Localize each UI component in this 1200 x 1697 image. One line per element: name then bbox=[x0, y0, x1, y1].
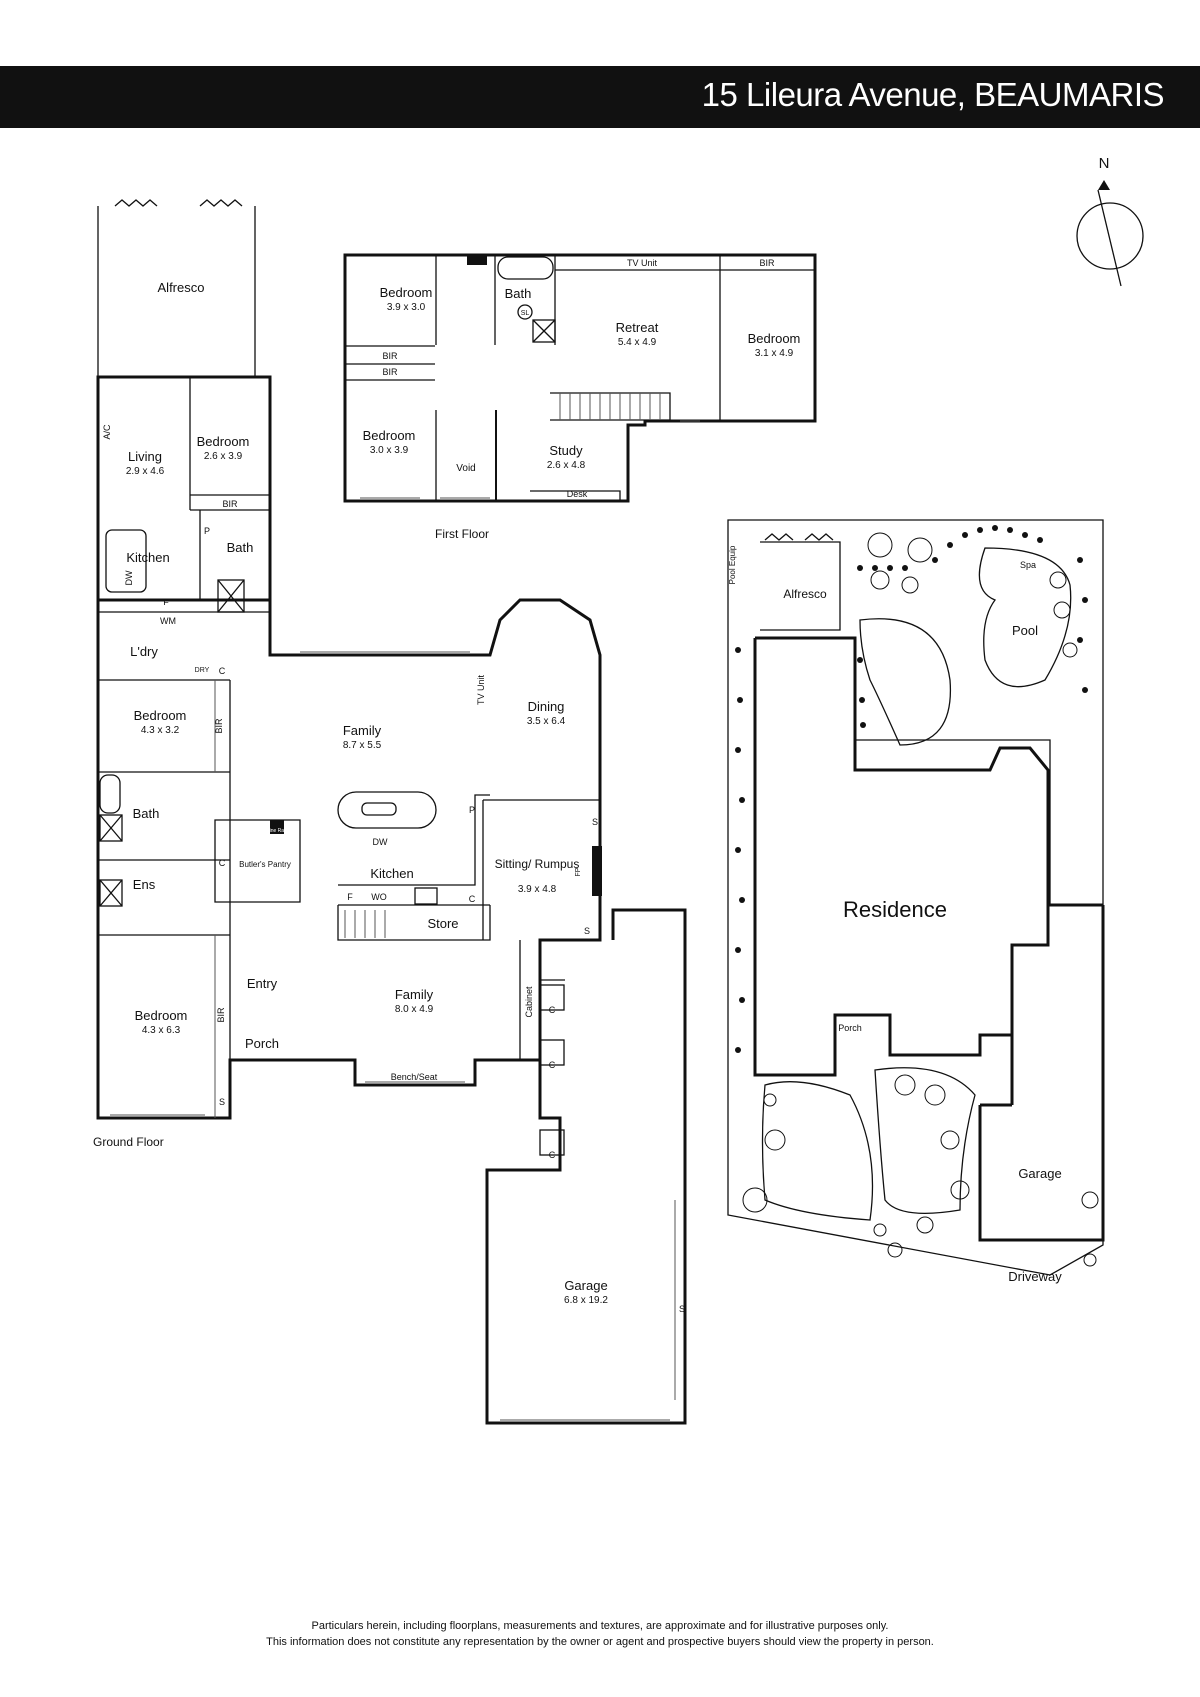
mid-bedroom-label: Bedroom bbox=[134, 708, 187, 723]
first-bedroom-3-label: Bedroom bbox=[363, 428, 416, 443]
first-bedroom-1-label: Bedroom bbox=[380, 285, 433, 300]
first-floor-label: First Floor bbox=[435, 527, 489, 541]
pantry-p-label: P bbox=[204, 526, 210, 536]
shelf-s4-label: S bbox=[679, 1304, 685, 1314]
pantry-main-label: P bbox=[469, 805, 475, 815]
main-kitchen-label: Kitchen bbox=[370, 866, 413, 881]
retreat-dim: 5.4 x 4.9 bbox=[618, 337, 657, 348]
living-dim: 2.9 x 4.6 bbox=[126, 466, 165, 477]
wine-rack-label: Wine Rack bbox=[265, 828, 290, 834]
site-alfresco-label: Alfresco bbox=[783, 587, 827, 601]
cabinet-label: Cabinet bbox=[524, 986, 534, 1018]
cupboard-c1-label: C bbox=[549, 1005, 556, 1015]
first-bir-right-label: BIR bbox=[759, 258, 775, 268]
ensuite-label: Ens bbox=[133, 877, 156, 892]
wall-oven-label: WO bbox=[371, 892, 387, 902]
disclaimer-line-1: Particulars herein, including floorplans… bbox=[311, 1620, 889, 1632]
cupboard-c2-label: C bbox=[549, 1060, 556, 1070]
ground-floor-plan: Alfresco bbox=[93, 199, 687, 1425]
front-bedroom-dim: 4.3 x 6.3 bbox=[142, 1025, 181, 1036]
compass-north-label: N bbox=[1099, 155, 1110, 172]
butlers-pantry-label: Butler's Pantry bbox=[239, 860, 291, 869]
bench-seat-label: Bench/Seat bbox=[391, 1072, 438, 1082]
front-family-dim: 8.0 x 4.9 bbox=[395, 1004, 434, 1015]
dining-label: Dining bbox=[528, 699, 565, 714]
first-bir-a-label: BIR bbox=[382, 351, 398, 361]
shelf-s2-label: S bbox=[584, 926, 590, 936]
bir-mid-label: BIR bbox=[214, 718, 224, 734]
sitting-rumpus-dim: 3.9 x 4.8 bbox=[518, 884, 557, 895]
mid-bath-label: Bath bbox=[133, 806, 160, 821]
porch-label: Porch bbox=[245, 1036, 279, 1051]
kitchen-cupboard-label: C bbox=[469, 894, 476, 904]
entry-label: Entry bbox=[247, 976, 278, 991]
small-bedroom-dim: 2.6 x 3.9 bbox=[204, 451, 243, 462]
shelf-s1-label: S bbox=[592, 817, 598, 827]
first-tv-unit-label: TV Unit bbox=[627, 258, 658, 268]
laundry-label: L'dry bbox=[130, 644, 158, 659]
dw-rear-label: DW bbox=[124, 570, 134, 585]
ac-label: A/C bbox=[102, 424, 112, 440]
first-sl-label: SL bbox=[521, 310, 530, 317]
bir-rear-label: BIR bbox=[222, 499, 238, 509]
compass: N bbox=[1076, 155, 1144, 287]
ensuite-cupboard-label: C bbox=[219, 858, 226, 868]
first-bedroom-1-dim: 3.9 x 3.0 bbox=[387, 302, 426, 313]
ground-floor-label: Ground Floor bbox=[93, 1135, 164, 1149]
first-bath-label: Bath bbox=[505, 286, 532, 301]
cupboard-c3-label: C bbox=[549, 1150, 556, 1160]
driveway-label: Driveway bbox=[1008, 1269, 1062, 1284]
residence-label: Residence bbox=[843, 897, 947, 922]
site-garage-label: Garage bbox=[1018, 1166, 1061, 1181]
garage-label: Garage bbox=[564, 1278, 607, 1293]
dining-dim: 3.5 x 6.4 bbox=[527, 716, 566, 727]
front-bedroom-label: Bedroom bbox=[135, 1008, 188, 1023]
store-label: Store bbox=[427, 916, 458, 931]
desk-label: Desk bbox=[567, 489, 588, 499]
site-porch-label: Porch bbox=[838, 1023, 862, 1033]
site-plan: Pool Equip Alfresco Spa Pool Residence P… bbox=[727, 519, 1105, 1284]
tv-unit-label: TV Unit bbox=[476, 675, 486, 706]
living-label: Living bbox=[128, 449, 162, 464]
rear-bath-label: Bath bbox=[227, 540, 254, 555]
disclaimer-line-2: This information does not constitute any… bbox=[266, 1636, 934, 1648]
main-family-dim: 8.7 x 5.5 bbox=[343, 740, 382, 751]
pool-label: Pool bbox=[1012, 623, 1038, 638]
pool-equip-label: Pool Equip bbox=[728, 545, 737, 584]
study-dim: 2.6 x 4.8 bbox=[547, 460, 586, 471]
retreat-label: Retreat bbox=[616, 320, 659, 335]
study-label: Study bbox=[549, 443, 583, 458]
first-bedroom-2-dim: 3.1 x 4.9 bbox=[755, 348, 794, 359]
spa-label: Spa bbox=[1020, 560, 1036, 570]
title-banner: 15 Lileura Avenue, BEAUMARIS bbox=[0, 66, 1200, 128]
first-bedroom-2-label: Bedroom bbox=[748, 331, 801, 346]
rear-kitchen-label: Kitchen bbox=[126, 550, 169, 565]
first-bedroom-3-dim: 3.0 x 3.9 bbox=[370, 445, 409, 456]
dw-main-label: DW bbox=[373, 837, 388, 847]
small-bedroom-label: Bedroom bbox=[197, 434, 250, 449]
fridge-rear-label: F bbox=[163, 597, 169, 607]
fireplace-label: FP bbox=[575, 867, 582, 876]
property-address: 15 Lileura Avenue, BEAUMARIS bbox=[701, 76, 1165, 113]
mid-bedroom-dim: 4.3 x 3.2 bbox=[141, 725, 180, 736]
garage-dim: 6.8 x 19.2 bbox=[564, 1295, 608, 1306]
first-bir-b-label: BIR bbox=[382, 367, 398, 377]
void-label: Void bbox=[456, 463, 475, 474]
shelf-s3-label: S bbox=[219, 1097, 225, 1107]
main-family-label: Family bbox=[343, 723, 382, 738]
sitting-rumpus-label: Sitting/ Rumpus bbox=[495, 857, 580, 871]
first-floor-plan: Bedroom 3.9 x 3.0 Bath SL TV Unit BIR Re… bbox=[343, 253, 817, 541]
front-family-label: Family bbox=[395, 987, 434, 1002]
dry-cupboard-label: C bbox=[219, 666, 226, 676]
fridge-main-label: F bbox=[347, 892, 353, 902]
wm-label: WM bbox=[160, 616, 176, 626]
alfresco-label: Alfresco bbox=[158, 280, 205, 295]
dry-label: DRY bbox=[195, 667, 210, 674]
bir-front-label: BIR bbox=[216, 1007, 226, 1023]
